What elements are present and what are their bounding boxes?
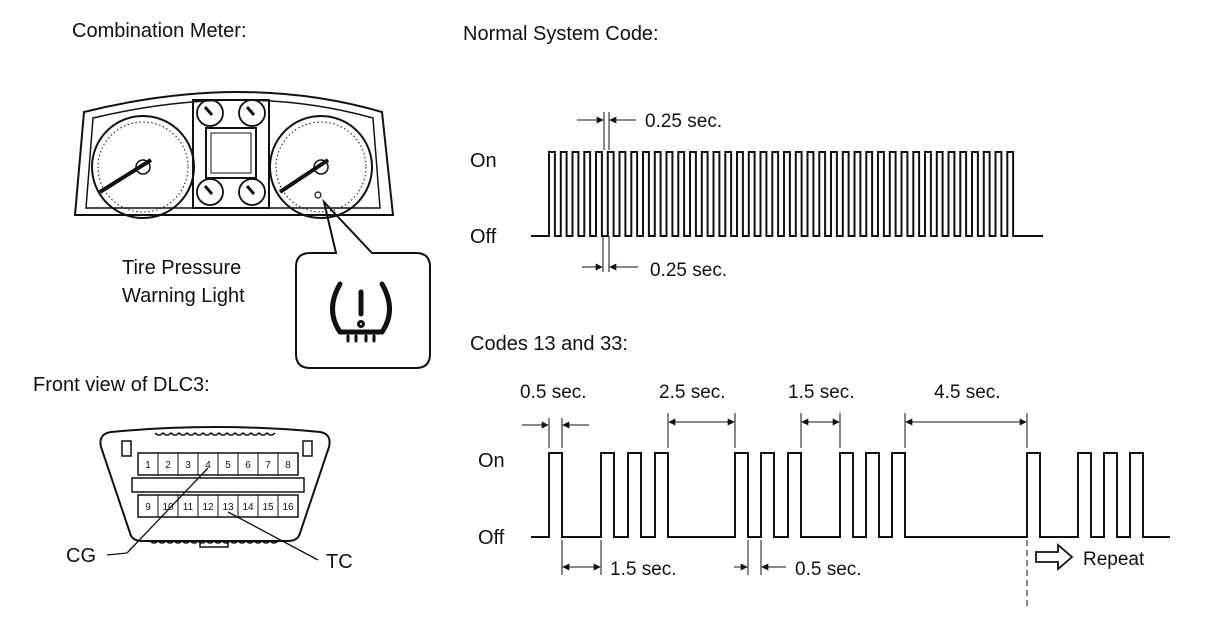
normal-off-label: Off <box>470 226 497 248</box>
warning-light-callout <box>295 198 431 369</box>
combination-meter-illustration <box>73 91 395 219</box>
codes-dim-2-5: 2.5 sec. <box>659 382 726 403</box>
codes-dim-4-5: 4.5 sec. <box>934 382 1001 403</box>
repeat-label: Repeat <box>1083 549 1145 570</box>
bottom-pin-10: 10 <box>162 502 174 513</box>
codes-dim-0-5-top: 0.5 sec. <box>520 382 587 403</box>
top-pin-7: 7 <box>265 460 271 471</box>
codes-dim-0-5-bottom: 0.5 sec. <box>795 559 862 580</box>
codes-bottom-dimensions <box>561 540 1028 608</box>
bottom-pin-9: 9 <box>145 502 151 513</box>
codes-on-label: On <box>478 450 505 472</box>
normal-code-waveform <box>531 151 1043 237</box>
dlc3-heading: Front view of DLC3: <box>33 374 210 396</box>
top-pin-1: 1 <box>145 460 151 471</box>
codes-top-dimensions <box>522 413 1028 448</box>
small-gauges <box>196 99 266 206</box>
tachometer-needle <box>278 158 330 194</box>
bottom-pin-16: 16 <box>282 502 294 513</box>
bottom-pin-11: 11 <box>183 502 194 513</box>
top-pin-6: 6 <box>245 460 251 471</box>
tc-terminal-label: TC <box>326 551 353 573</box>
top-pin-2: 2 <box>165 460 171 471</box>
callout-label-line2: Warning Light <box>122 285 245 307</box>
bottom-pin-12: 12 <box>202 502 214 513</box>
tire-pressure-warning-icon <box>330 281 392 343</box>
top-pin-8: 8 <box>285 460 291 471</box>
top-pin-3: 3 <box>185 460 191 471</box>
normal-pulse-dimension: 0.25 sec. <box>577 111 722 150</box>
codes-off-label: Off <box>478 527 505 549</box>
cg-terminal-label: CG <box>66 545 96 567</box>
normal-gap-dimension: 0.25 sec. <box>582 236 727 281</box>
repeat-arrow-icon <box>1035 543 1074 571</box>
warning-light-indicator <box>314 191 322 199</box>
bottom-pin-13: 13 <box>222 502 234 513</box>
top-pin-5: 5 <box>225 460 231 471</box>
callout-label-line1: Tire Pressure <box>122 257 241 279</box>
codes-waveform <box>531 452 1170 538</box>
speedometer-needle <box>98 158 153 194</box>
codes-dim-1-5-bottom: 1.5 sec. <box>610 559 677 580</box>
top-pin-4: 4 <box>205 460 211 471</box>
normal-code-heading: Normal System Code: <box>463 23 659 45</box>
codes-dim-1-5-top: 1.5 sec. <box>788 382 855 403</box>
bottom-pin-14: 14 <box>242 502 254 513</box>
combination-meter-heading: Combination Meter: <box>72 20 247 42</box>
normal-on-label: On <box>470 150 497 172</box>
codes-heading: Codes 13 and 33: <box>470 333 628 355</box>
normal-gap-width-label: 0.25 sec. <box>650 260 727 281</box>
normal-pulse-width-label: 0.25 sec. <box>645 111 722 132</box>
bottom-pin-15: 15 <box>262 502 274 513</box>
